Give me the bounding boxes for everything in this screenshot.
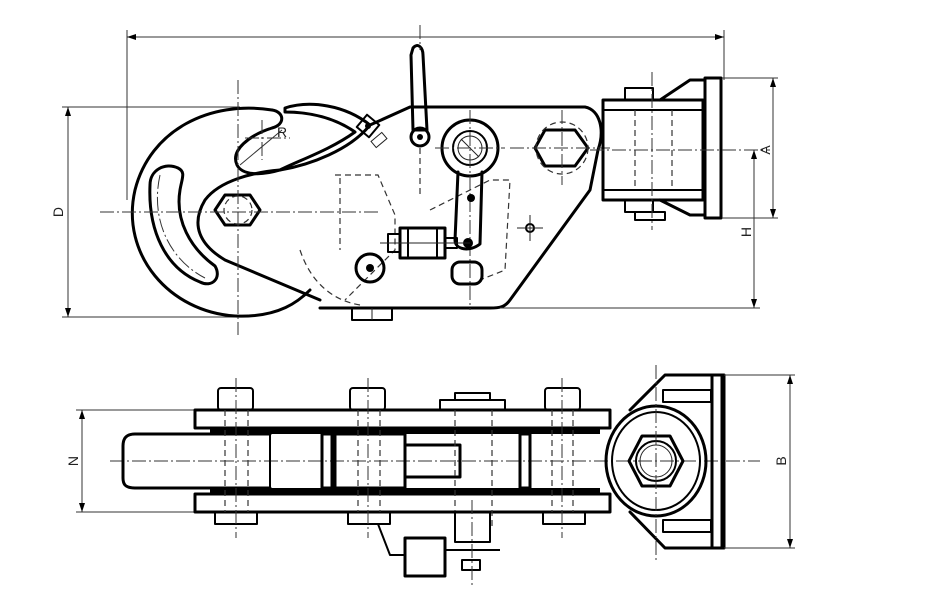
dimension-b: B [724, 374, 795, 549]
actuator-cylinder [380, 226, 470, 260]
dimension-label-r: R [277, 124, 287, 140]
mounting-bracket [590, 72, 770, 230]
hook-tongue [121, 432, 272, 490]
dimension-d: D [50, 106, 240, 318]
plan-actuator [377, 500, 500, 585]
dimension-n: N [65, 409, 196, 513]
dimension-label-h: H [738, 227, 754, 237]
release-lever [409, 25, 431, 195]
bolts [214, 378, 586, 538]
cam-wheel [435, 110, 505, 310]
dimension-h: H [500, 150, 760, 309]
hook: R [100, 80, 380, 335]
swivel-mount [604, 365, 726, 560]
front-view: D R [50, 25, 778, 335]
dimension-label-n: N [65, 456, 81, 466]
housing-plate [299, 105, 603, 321]
lower-side-plate [193, 492, 612, 514]
upper-side-plate [193, 408, 612, 430]
dimension-label-d: D [50, 207, 66, 217]
latch [278, 102, 388, 172]
plate-holes [354, 110, 610, 286]
dimension-label-a: A [757, 145, 773, 155]
dimension-a: A [722, 77, 778, 219]
dimension-label-b: B [773, 456, 789, 465]
plan-view: N [65, 365, 795, 585]
